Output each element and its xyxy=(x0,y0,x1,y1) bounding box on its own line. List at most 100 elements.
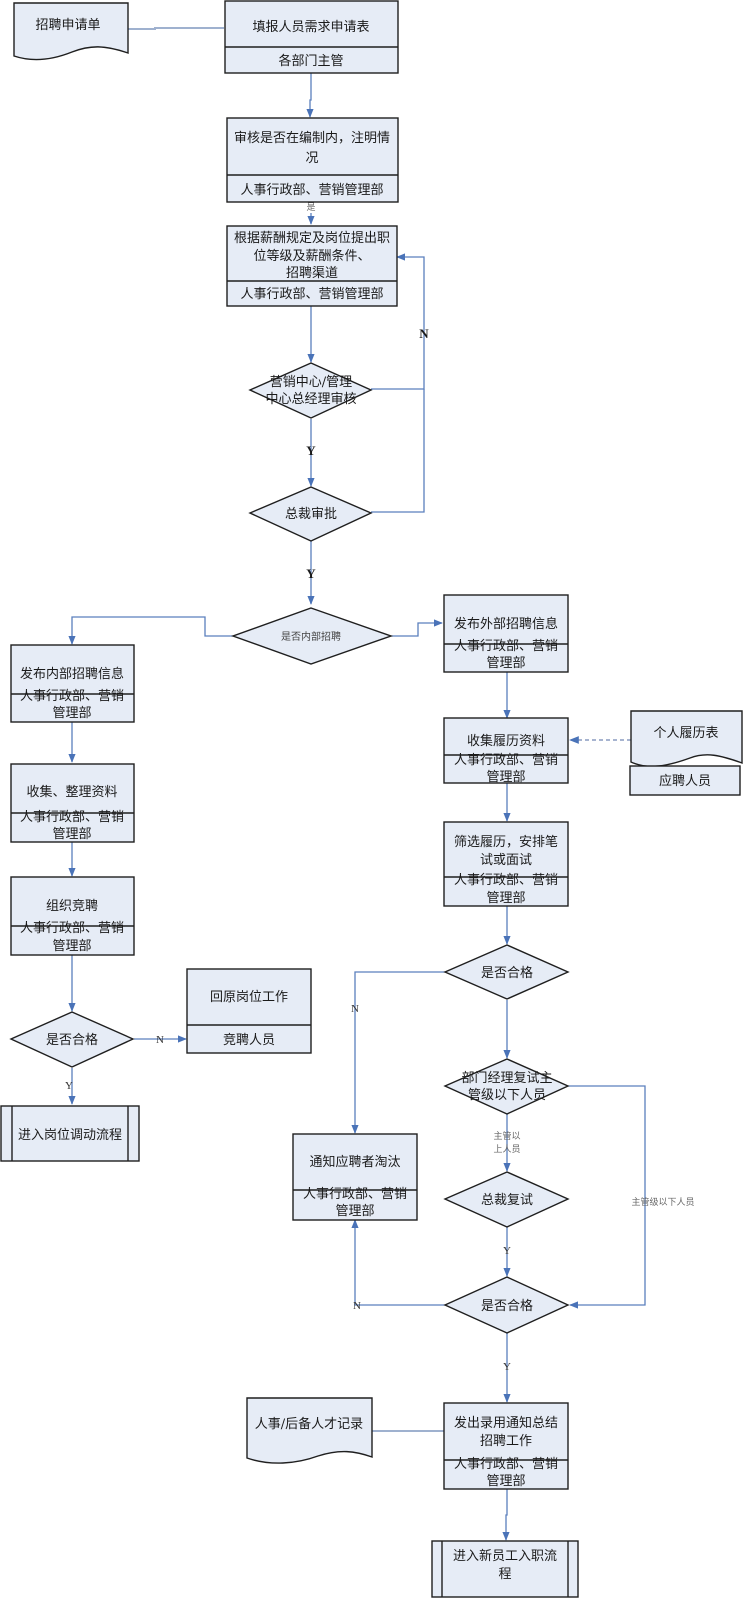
node-owner: 管理部 xyxy=(486,656,525,671)
node-text: 发布内部招聘信息 xyxy=(20,666,124,682)
connector-gm-no-loop xyxy=(371,253,425,390)
connector-internal-no xyxy=(391,619,443,637)
node-text: 组织竞聘 xyxy=(46,898,98,914)
node-text: 收集、整理资料 xyxy=(26,784,117,800)
edge-label-above-supervisor-2: 上人员 xyxy=(493,1144,520,1155)
process-review-quota[interactable]: 审核是否在编制内，注明情 况 人事行政部、营销管理部 xyxy=(226,117,399,203)
decision-dept-retest[interactable]: 部门经理复试主 管级以下人员 xyxy=(443,1058,570,1115)
node-text: 招聘渠道 xyxy=(286,266,338,281)
connector-dept-below xyxy=(568,1085,646,1309)
edge-label-q2-no: N xyxy=(353,1300,361,1312)
node-text: 营销中心/管理 xyxy=(270,375,352,390)
node-owner: 管理部 xyxy=(486,770,525,785)
node-text: 筛选履历，安排笔 xyxy=(454,834,558,850)
node-owner: 人事行政部、营销 xyxy=(454,1457,558,1472)
node-owner: 人事行政部、营销管理部 xyxy=(240,287,383,302)
decision-qualified-1[interactable]: 是否合格 xyxy=(443,944,570,1000)
document-resume[interactable]: 个人履历表 应聘人员 xyxy=(629,710,743,796)
decision-qualified-2[interactable]: 是否合格 xyxy=(443,1276,570,1334)
decision-internal[interactable]: 是否内部招聘 xyxy=(230,607,394,665)
node-text: 进入新员工入职流 xyxy=(453,1548,557,1564)
node-text: 填报人员需求申请表 xyxy=(252,20,369,35)
connector-q2-no xyxy=(351,1219,445,1306)
connector-fill-to-review xyxy=(306,73,314,118)
node-text: 是否合格 xyxy=(481,1298,533,1314)
node-owner: 管理部 xyxy=(335,1204,374,1219)
node-owner: 人事行政部、营销 xyxy=(454,873,558,888)
node-text: 招聘申请单 xyxy=(35,18,100,33)
predefined-onboard-flow[interactable]: 进入新员工入职流 程 xyxy=(431,1540,579,1598)
node-text: 审核是否在编制内，注明情 xyxy=(234,130,390,146)
node-owner: 管理部 xyxy=(52,939,91,954)
predefined-transfer-flow[interactable]: 进入岗位调动流程 xyxy=(0,1105,140,1162)
process-send-offer[interactable]: 发出录用通知总结 招聘工作 人事行政部、营销 管理部 xyxy=(443,1402,569,1490)
decision-ceo-approve[interactable]: 总裁审批 xyxy=(248,486,373,542)
edge-label-yes-small: 是 xyxy=(306,202,315,213)
node-text: 总裁审批 xyxy=(285,506,337,522)
node-text: 试或面试 xyxy=(480,853,532,868)
process-collect-internal[interactable]: 收集、整理资料 人事行政部、营销 管理部 xyxy=(10,763,135,843)
process-screen-resume[interactable]: 筛选履历，安排笔 试或面试 人事行政部、营销 管理部 xyxy=(443,821,569,907)
node-text: 总裁复试 xyxy=(481,1192,533,1208)
connector-doc-to-fill xyxy=(128,27,224,30)
decision-gm-review[interactable]: 营销中心/管理 中心总经理审核 xyxy=(248,362,373,419)
process-collect-resume[interactable]: 收集履历资料 人事行政部、营销 管理部 xyxy=(443,717,569,785)
node-text: 是否合格 xyxy=(46,1032,98,1048)
node-owner: 应聘人员 xyxy=(659,773,711,789)
node-text: 人事/后备人才记录 xyxy=(255,1416,363,1432)
edge-label-internal-no: N xyxy=(156,1034,164,1046)
process-organize-compete[interactable]: 组织竞聘 人事行政部、营销 管理部 xyxy=(10,876,135,956)
process-notify-reject[interactable]: 通知应聘者淘汰 人事行政部、营销 管理部 xyxy=(292,1133,418,1221)
node-text: 通知应聘者淘汰 xyxy=(309,1154,400,1170)
connector-ceo-no-loop xyxy=(371,389,425,513)
document-recruit-form[interactable]: 招聘申请单 xyxy=(13,2,129,61)
process-fill-request[interactable]: 填报人员需求申请表 各部门主管 xyxy=(224,0,399,74)
node-text: 招聘工作 xyxy=(480,1434,532,1449)
node-text: 是否内部招聘 xyxy=(281,630,341,643)
process-publish-internal[interactable]: 发布内部招聘信息 人事行政部、营销 管理部 xyxy=(10,644,135,723)
edge-label-ceo-yes: Y xyxy=(306,566,316,581)
edge-label-q1-no: N xyxy=(351,1003,359,1015)
connector-q1-no xyxy=(351,971,445,1134)
node-text: 部门经理复试主 xyxy=(461,1071,552,1086)
node-text: 收集履历资料 xyxy=(467,733,545,749)
node-text: 程 xyxy=(498,1567,511,1582)
node-owner: 管理部 xyxy=(52,827,91,842)
node-owner: 人事行政部、营销 xyxy=(454,753,558,768)
node-text: 位等级及薪酬条件、 xyxy=(253,248,370,264)
connectors xyxy=(68,27,646,1541)
edge-label-gm-yes: Y xyxy=(306,443,316,458)
node-owner: 竞聘人员 xyxy=(223,1032,275,1048)
connector-offer-to-onboard xyxy=(502,1489,510,1541)
node-owner: 人事行政部、营销 xyxy=(20,810,124,825)
process-set-salary[interactable]: 根据薪酬规定及岗位提出职 位等级及薪酬条件、 招聘渠道 人事行政部、营销管理部 xyxy=(226,225,398,307)
node-text: 根据薪酬规定及岗位提出职 xyxy=(234,230,390,246)
node-owner: 各部门主管 xyxy=(278,53,343,69)
edge-label-retest-yes: Y xyxy=(503,1245,511,1257)
process-publish-external[interactable]: 发布外部招聘信息 人事行政部、营销 管理部 xyxy=(443,594,569,673)
node-owner: 管理部 xyxy=(486,1474,525,1489)
process-return-post[interactable]: 回原岗位工作 竞聘人员 xyxy=(186,968,312,1054)
node-text: 是否合格 xyxy=(481,965,533,981)
edge-labels: 是 N Y Y N Y N 主管以 上人员 主管级以下人员 Y N Y xyxy=(65,202,694,1373)
decision-qualified-internal[interactable]: 是否合格 xyxy=(9,1011,135,1068)
node-owner: 人事行政部、营销 xyxy=(20,689,124,704)
node-text: 况 xyxy=(305,151,318,166)
node-text: 进入岗位调动流程 xyxy=(18,1128,122,1143)
edge-label-internal-yes: Y xyxy=(65,1080,73,1092)
edge-label-below-supervisor: 主管级以下人员 xyxy=(631,1196,694,1208)
node-text: 发布外部招聘信息 xyxy=(454,616,558,632)
connector-internal-yes xyxy=(68,616,233,645)
node-text: 管级以下人员 xyxy=(468,1088,546,1103)
node-text: 发出录用通知总结 xyxy=(454,1415,558,1431)
document-talent-record[interactable]: 人事/后备人才记录 xyxy=(246,1397,373,1464)
node-owner: 人事行政部、营销 xyxy=(303,1187,407,1202)
node-owner: 管理部 xyxy=(52,706,91,721)
decision-ceo-retest[interactable]: 总裁复试 xyxy=(443,1171,570,1228)
edge-label-above-supervisor-1: 主管以 xyxy=(493,1130,520,1142)
node-owner: 人事行政部、营销 xyxy=(454,639,558,654)
node-owner: 管理部 xyxy=(486,891,525,906)
edge-label-gm-no: N xyxy=(419,326,429,341)
node-owner: 人事行政部、营销 xyxy=(20,921,124,936)
node-text: 中心总经理审核 xyxy=(265,392,356,407)
